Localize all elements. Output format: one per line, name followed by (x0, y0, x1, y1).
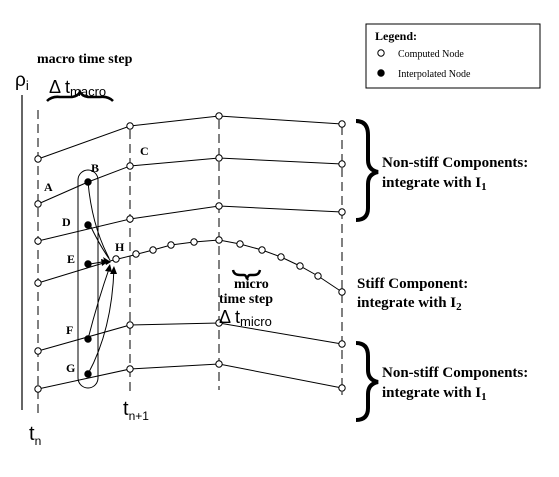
computed-node (126, 215, 134, 223)
interpolation-capsule (77, 169, 99, 389)
macro-step-label: macro time step (37, 52, 133, 67)
computed-node (34, 279, 42, 287)
computed-node-icon (377, 49, 385, 57)
micro-brace (231, 269, 262, 280)
computed-node (314, 272, 322, 280)
legend-box (365, 23, 541, 89)
arrow-g-h (87, 267, 115, 375)
point-labels: A B C D E F G H (44, 144, 149, 375)
computed-nodes (34, 112, 346, 393)
computed-node (258, 246, 266, 254)
micro-delta-label: Δ tmicro (219, 307, 272, 329)
nonstiff-bottom-line2: integrate with I1 (382, 385, 487, 403)
curve-5 (37, 363, 343, 390)
computed-node (34, 347, 42, 355)
interpolation-arrows (87, 181, 117, 375)
computed-node (338, 384, 346, 392)
arrowhead-2 (101, 259, 109, 266)
macro-brace (46, 89, 114, 102)
curve-4 (37, 322, 343, 352)
computed-node (338, 120, 346, 128)
legend-computed-label: Computed Node (398, 49, 464, 60)
computed-node (126, 365, 134, 373)
legend-title: Legend: (375, 29, 417, 43)
computed-node (132, 250, 140, 258)
nonstiff-top-line2: integrate with I1 (382, 175, 487, 193)
nonstiff-bottom-line1: Non-stiff Components: (382, 365, 528, 381)
computed-node (277, 253, 285, 261)
component-curves (37, 115, 343, 390)
computed-node (126, 122, 134, 130)
interpolated-node-d (84, 221, 92, 229)
computed-node (167, 241, 175, 249)
computed-node (215, 319, 223, 327)
arrow-b-h (87, 181, 110, 259)
arrow-f-h (87, 265, 111, 340)
computed-node (34, 200, 42, 208)
curve-2 (37, 157, 343, 205)
nonstiff-top-line1: Non-stiff Components: (382, 155, 528, 171)
computed-node (34, 155, 42, 163)
point-label-d: D (62, 215, 71, 229)
computed-node (34, 385, 42, 393)
arrowhead-4 (110, 266, 117, 274)
rho-symbol: ρi (15, 70, 29, 93)
point-label-c: C (140, 144, 149, 158)
computed-node (126, 162, 134, 170)
interpolated-node-icon (377, 69, 385, 77)
curve-1 (37, 115, 343, 160)
stiff-line2: integrate with I2 (357, 295, 462, 313)
micro-step-label-1: micro (234, 277, 269, 292)
computed-node (190, 238, 198, 246)
computed-node (338, 160, 346, 168)
computed-node (215, 360, 223, 368)
computed-node (215, 236, 223, 244)
brace-nonstiff-top (355, 119, 379, 222)
stiff-line1: Stiff Component: (357, 276, 468, 292)
computed-node (236, 240, 244, 248)
computed-node (338, 208, 346, 216)
point-label-b: B (91, 161, 99, 175)
tn1-label: tn+1 (123, 398, 149, 423)
point-label-h: H (115, 240, 125, 254)
computed-node (338, 288, 346, 296)
point-label-e: E (67, 252, 75, 266)
arrow-d-h (89, 224, 111, 261)
point-label-g: G (66, 361, 75, 375)
legend-interpolated-label: Interpolated Node (398, 69, 471, 80)
legend: Legend: Computed Node Interpolated Node (365, 23, 541, 89)
arrowhead-3 (105, 264, 112, 272)
point-label-a: A (44, 180, 53, 194)
point-label-f: F (66, 323, 73, 337)
tn-label: tn (29, 423, 41, 448)
computed-node (215, 112, 223, 120)
computed-node (34, 237, 42, 245)
micro-step-label-2: time step (219, 292, 273, 307)
computed-node (338, 340, 346, 348)
curve-3 (37, 205, 343, 242)
computed-node (112, 255, 120, 263)
computed-node (149, 246, 157, 254)
computed-node (296, 262, 304, 270)
computed-node (215, 154, 223, 162)
computed-node (126, 321, 134, 329)
interpolated-nodes (84, 178, 92, 378)
brace-nonstiff-bottom (355, 341, 379, 422)
computed-node (215, 202, 223, 210)
